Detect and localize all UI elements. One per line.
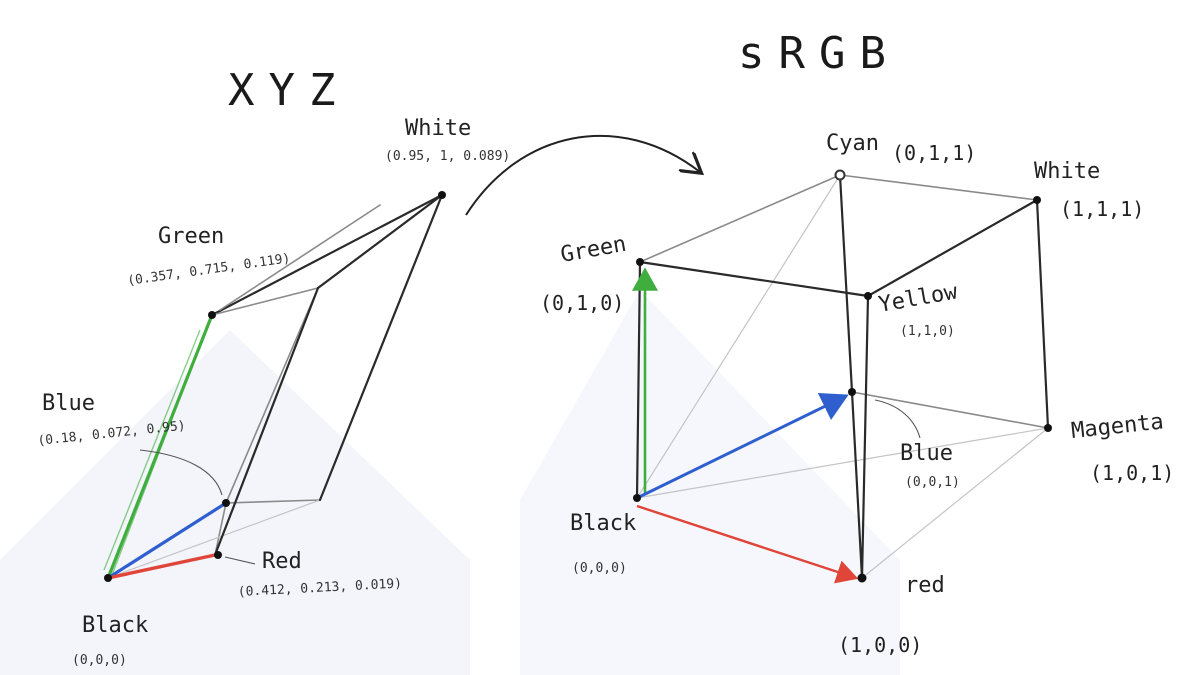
- xyz-blue-axis: [107, 501, 227, 580]
- xyz-blue-leader: [139, 449, 223, 496]
- xyz-blue-vertex: [222, 499, 230, 507]
- srgb-green-vertex: [636, 258, 644, 266]
- xyz-white-vertex: [438, 191, 446, 199]
- srgb-red-axis: [636, 504, 859, 584]
- xyz-red-axis: [107, 553, 216, 580]
- xyz-title: XYZ: [228, 65, 349, 116]
- xyz-black-label: Black: [82, 613, 148, 638]
- xyz-white-label: White: [405, 116, 471, 141]
- srgb-magenta-label: Magenta: [1070, 409, 1165, 444]
- xyz-white-coords: (0.95, 1, 0.089): [385, 149, 510, 164]
- xyz-blue-label: Blue: [42, 391, 95, 416]
- srgb-black-label: Black: [570, 511, 636, 536]
- srgb-blue-coords: (0,0,1): [905, 475, 960, 490]
- xyz-green-vertex: [208, 311, 216, 319]
- srgb-blue-leader: [874, 399, 921, 439]
- srgb-red-label: red: [905, 573, 945, 598]
- transform-arrow: [465, 134, 700, 216]
- xyz-red-vertex: [214, 551, 222, 559]
- xyz-red-leader: [224, 556, 256, 565]
- srgb-green-coords: (0,1,0): [540, 291, 624, 315]
- xyz-black-coords: (0,0,0): [72, 653, 127, 668]
- srgb-title: sRGB: [738, 28, 900, 79]
- xyz-green-axis-hatch: [103, 324, 209, 576]
- srgb-magenta-coords: (1,0,1): [1090, 461, 1174, 485]
- srgb-white-vertex: [1033, 196, 1041, 204]
- srgb-cyan-vertex: [834, 169, 846, 181]
- srgb-blue-vertex: [848, 388, 856, 396]
- xyz-green-label: Green: [158, 224, 224, 249]
- srgb-green-label: Green: [559, 232, 629, 268]
- srgb-white-label: White: [1034, 159, 1100, 184]
- srgb-cube: [635, 173, 1050, 580]
- srgb-yellow-vertex: [864, 292, 872, 300]
- srgb-cyan-coords: (0,1,1): [892, 141, 976, 165]
- xyz-black-vertex: [104, 574, 112, 582]
- srgb-blue-label: Blue: [900, 441, 953, 466]
- srgb-yellow-coords: (1,1,0): [900, 324, 955, 339]
- xyz-red-label: Red: [262, 549, 302, 574]
- srgb-cyan-label: Cyan: [826, 131, 879, 156]
- srgb-black-coords: (0,0,0): [572, 561, 627, 576]
- srgb-red-vertex: [857, 573, 867, 583]
- background-shading: [520, 290, 900, 675]
- xyz-green-coords: (0.357, 0.715, 0.119): [126, 251, 291, 289]
- srgb-white-coords: (1,1,1): [1060, 197, 1144, 221]
- srgb-black-vertex: [633, 494, 641, 502]
- srgb-blue-axis: [636, 393, 849, 500]
- srgb-red-coords: (1,0,0): [838, 633, 922, 657]
- srgb-magenta-vertex: [1044, 424, 1052, 432]
